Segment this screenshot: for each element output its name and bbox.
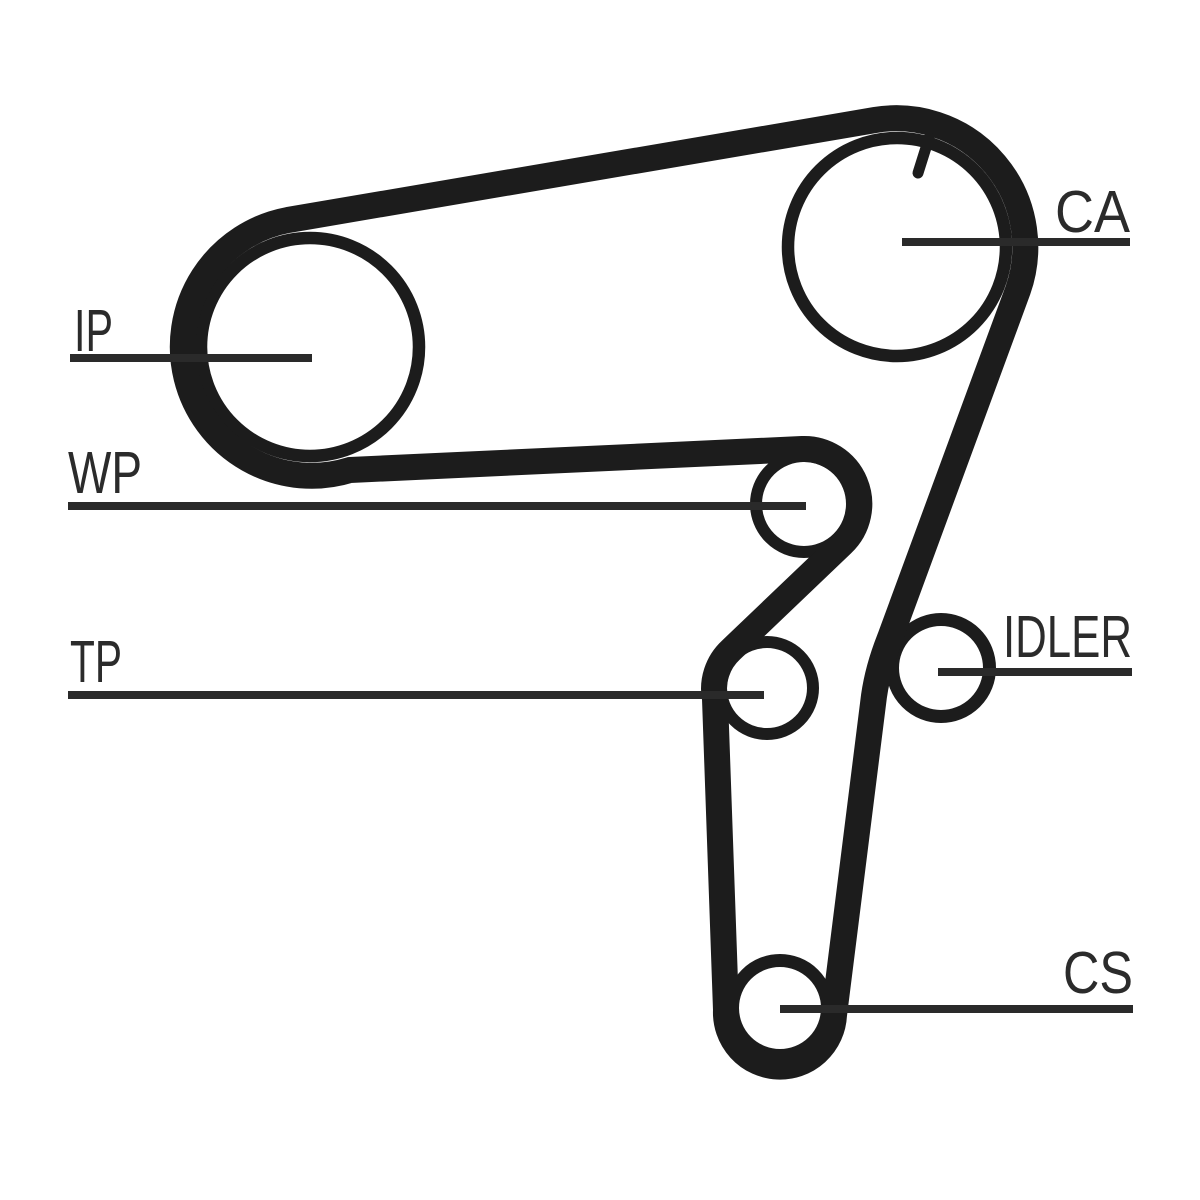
timing-mark-icon bbox=[912, 132, 935, 179]
pulley-label-wp: WP bbox=[68, 440, 142, 506]
pulley-ip-circle bbox=[194, 231, 426, 463]
timing-belt bbox=[169, 105, 1039, 1080]
pulley-label-ca: CA bbox=[1055, 179, 1131, 245]
pulley-ca-circle bbox=[781, 131, 1013, 363]
pulley-label-idler: IDLER bbox=[1003, 604, 1132, 670]
pulley-label-tp: TP bbox=[70, 629, 122, 695]
pulley-label-ip: IP bbox=[74, 298, 113, 364]
pulley-label-cs: CS bbox=[1063, 940, 1133, 1006]
